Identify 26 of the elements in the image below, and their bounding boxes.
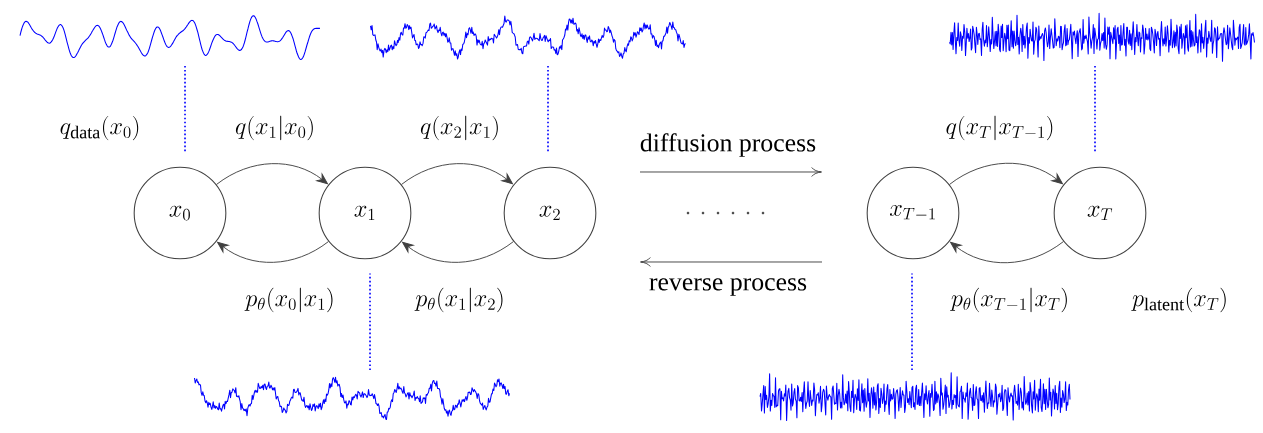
waveform-drawing [19,15,321,61]
curved-arrow [949,162,1063,185]
curved-arrow [401,163,513,185]
waveform-drawing [370,15,687,60]
curved-arrow [950,241,1064,264]
probability-label: $q_{\mathrm{data}}(x_0)$ [60,115,139,141]
edge-label: $p_\theta(x_{T-1}|x_T)$ [950,287,1067,313]
dotted-line [369,272,371,371]
edge-label: $p_\theta(x_1|x_2)$ [414,287,503,313]
edge-label: $q(x_2|x_1)$ [420,115,498,141]
dotted-line [911,272,913,371]
dotted-line [547,65,549,154]
dotted-line [184,65,186,154]
waveform-drawing [759,372,1071,421]
probability-label: $p_{\mathrm{latent}}(x_T)$ [1131,287,1226,313]
process-label: diffusion process [640,133,816,157]
curved-arrow [402,241,514,263]
waveform-drawing [194,376,511,420]
waveform-drawing [949,12,1256,62]
curved-arrow [216,163,328,185]
edge-label: $q(x_T|x_{T-1})$ [946,115,1053,141]
edge-label: $p_\theta(x_0|x_1)$ [244,287,333,313]
edge-label: $q(x_1|x_0)$ [235,115,313,141]
process-label: reverse process [649,278,807,296]
dotted-line [1094,65,1096,154]
curved-arrow [217,241,329,263]
